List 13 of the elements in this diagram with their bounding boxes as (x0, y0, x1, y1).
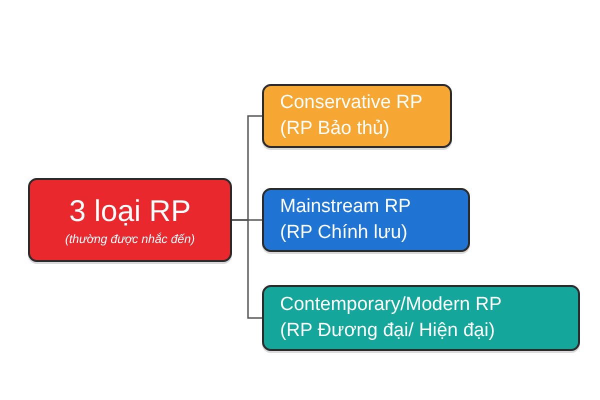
category-box (262, 188, 470, 252)
category-text: Conservative RP (280, 91, 423, 116)
category-text: (RP Đương đại/ Hiện đại) (280, 319, 495, 343)
category-box (262, 84, 452, 148)
connector-line (232, 219, 262, 319)
topic-title: 3 loại RP (69, 194, 191, 228)
topic-box (28, 178, 232, 262)
category-text: Contemporary/Modern RP (280, 293, 502, 318)
topic-subtitle: (thường được nhắc đến) (65, 232, 195, 246)
category-text: (RP Chính lưu) (280, 221, 408, 245)
category-box (262, 285, 580, 351)
category-text: Mainstream RP (280, 195, 411, 220)
category-text: (RP Bảo thủ) (280, 117, 390, 141)
